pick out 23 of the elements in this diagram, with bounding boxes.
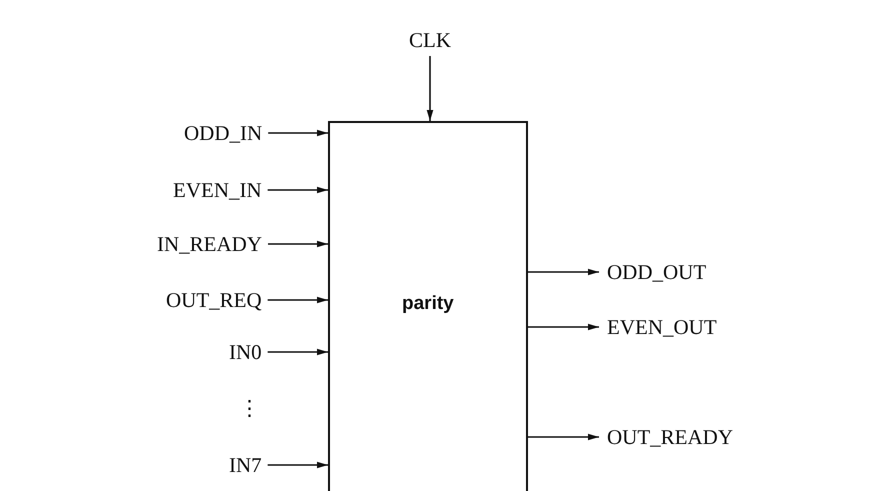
signal-name: EVEN_OUT	[607, 315, 717, 339]
signal-name: IN7	[229, 453, 262, 477]
signal-name: CLK	[409, 28, 451, 52]
arrow	[528, 324, 599, 330]
signal-name: ODD_IN	[184, 121, 262, 145]
arrow	[268, 240, 328, 248]
block-name: parity	[402, 293, 454, 315]
arrow	[528, 268, 599, 276]
arrow	[268, 130, 328, 136]
arrow	[268, 296, 328, 304]
signal-name: EVEN_IN	[173, 178, 262, 202]
signal-name: OUT_REQ	[166, 288, 262, 312]
arrow	[268, 186, 328, 194]
signal-name: ODD_OUT	[607, 260, 706, 284]
ellipsis-dots: ⋮	[239, 396, 260, 420]
signal-name: IN0	[229, 340, 262, 364]
signal-name: OUT_READY	[607, 425, 733, 449]
arrow	[426, 56, 434, 121]
signal-name: IN_READY	[157, 232, 262, 256]
arrow	[268, 348, 328, 356]
arrow	[268, 462, 328, 468]
arrow	[528, 434, 599, 440]
block-box	[328, 121, 528, 491]
